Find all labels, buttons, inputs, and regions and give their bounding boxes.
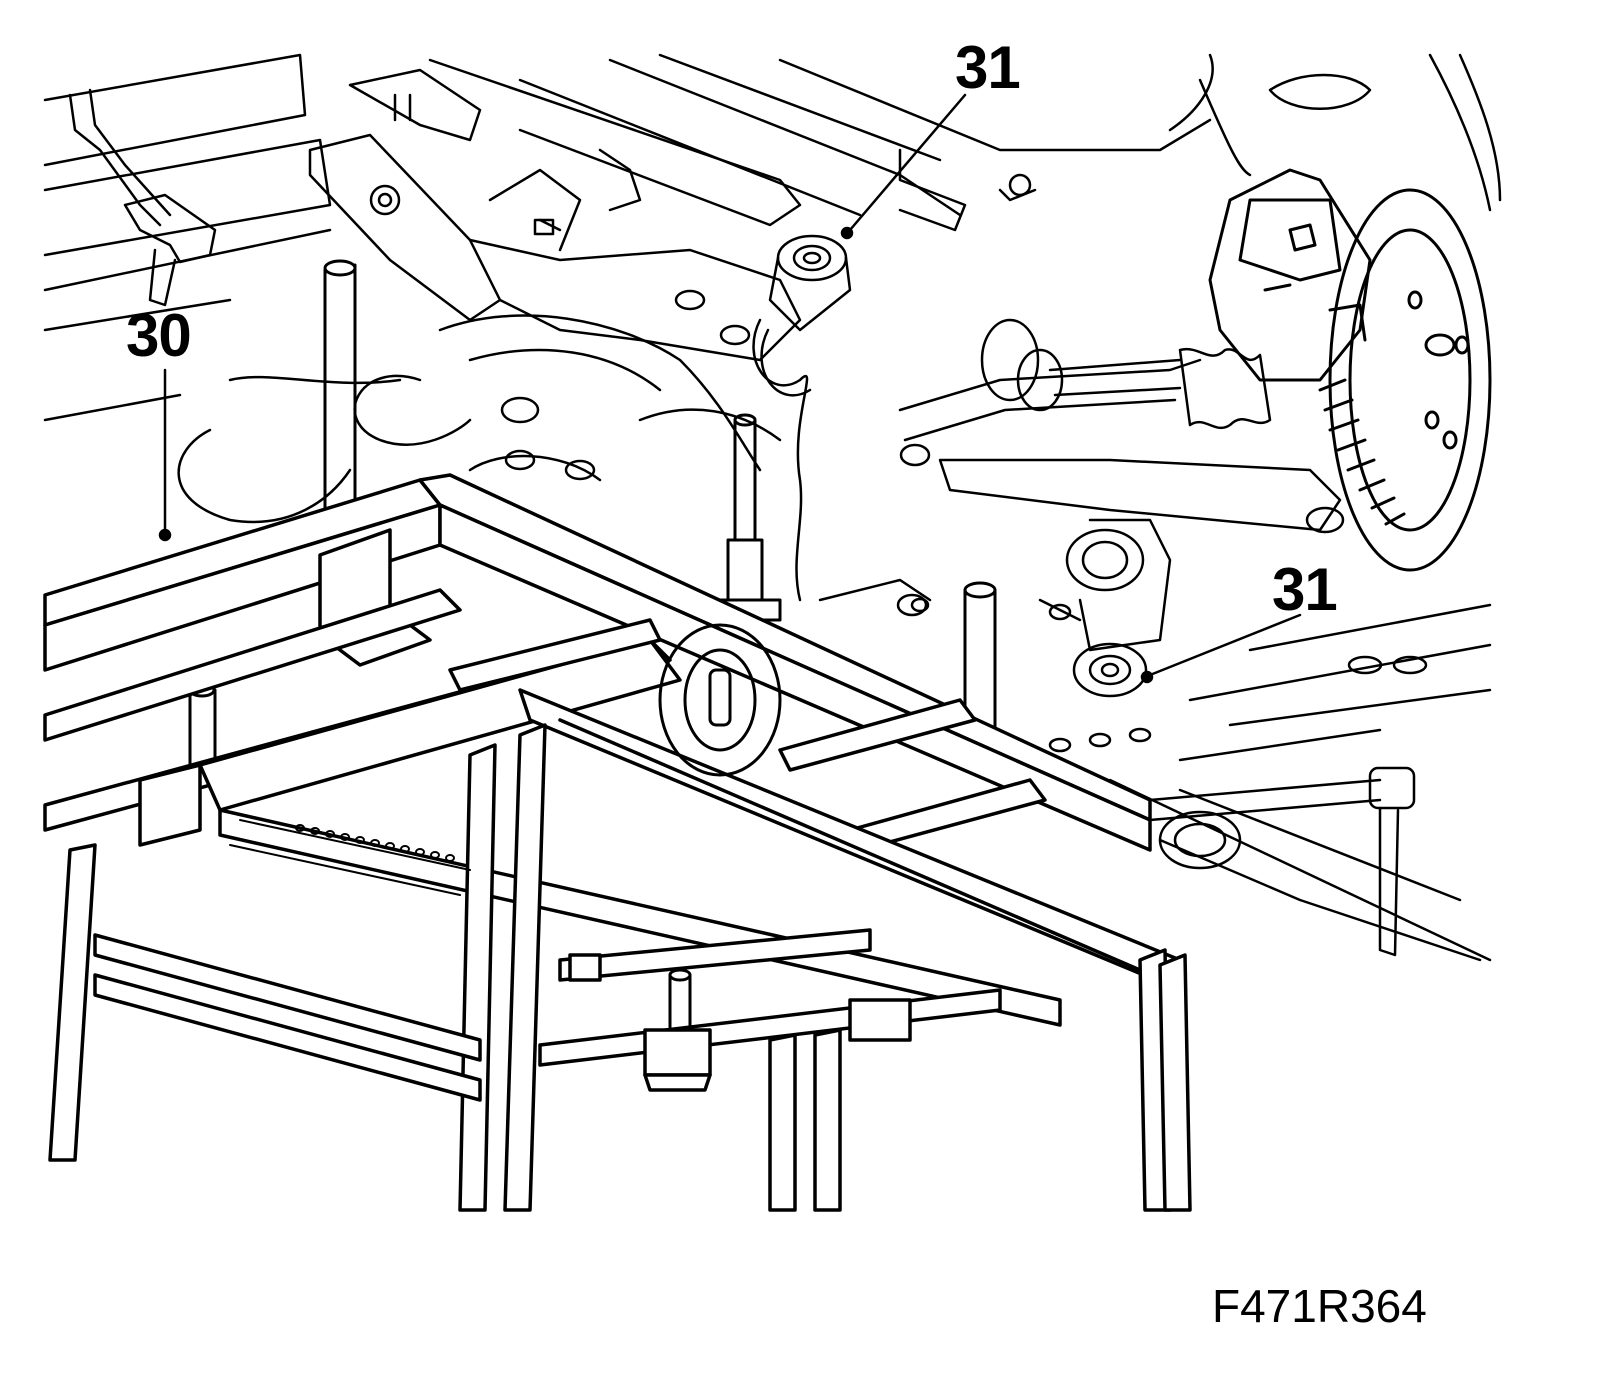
floor-panel <box>1048 603 1492 962</box>
slot-holes <box>229 819 471 896</box>
bolt-icon <box>658 623 782 777</box>
brake-disc-icon <box>1208 168 1492 572</box>
callout-31-top: 31 <box>955 34 1021 101</box>
figure-code: F471R364 <box>1212 1280 1427 1332</box>
tie-rod-icon <box>1148 766 1416 957</box>
callout-31-right: 31 <box>1272 556 1338 623</box>
leader-lines <box>158 93 1302 684</box>
fixture-frame <box>43 473 1192 1212</box>
callout-30: 30 <box>126 302 192 369</box>
